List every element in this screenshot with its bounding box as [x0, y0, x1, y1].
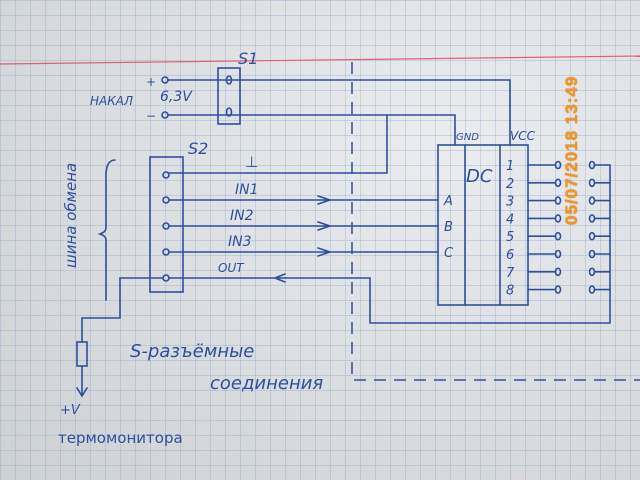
label-c: C: [444, 246, 454, 261]
label-b: B: [444, 220, 453, 235]
label-connectors-1: S-разъёмные: [130, 341, 254, 362]
label-plus-v: +V: [60, 403, 81, 418]
pin-label: 1: [506, 159, 514, 174]
margin-line: [0, 55, 640, 65]
pin-label: 7: [506, 266, 515, 281]
label-bus: шина обмена: [62, 163, 80, 268]
pin-label: 8: [506, 284, 514, 299]
label-dc: DC: [466, 166, 493, 187]
output-terminal: [588, 285, 596, 294]
bus-brace: [97, 159, 116, 301]
power-wires: [161, 76, 511, 174]
label-in3: IN3: [228, 234, 252, 250]
output-terminal: [554, 231, 562, 241]
output-terminal: [554, 196, 562, 205]
output-terminal: [588, 214, 596, 223]
label-a: A: [443, 194, 453, 209]
output-terminal: [554, 214, 562, 223]
label-voltage: 6,3V: [160, 89, 193, 105]
output-terminal: [554, 160, 562, 170]
label-vcc: VCC: [510, 129, 536, 143]
label-out: OUT: [218, 261, 245, 275]
label-minus: −: [146, 109, 156, 123]
label-thermo: термомонитора: [58, 429, 183, 447]
output-terminal: [554, 249, 562, 259]
label-s2: S2: [188, 139, 208, 158]
label-s1: S1: [238, 49, 258, 68]
pin-label: 6: [506, 248, 514, 263]
label-gnd: GND: [456, 132, 479, 143]
output-terminal: [554, 267, 562, 277]
pin-label: 5: [506, 230, 514, 245]
output-terminal: [588, 178, 596, 188]
label-nakal: НАКАЛ: [90, 94, 133, 108]
output-terminal: [588, 196, 596, 205]
label-in2: IN2: [230, 208, 254, 224]
output-terminal: [588, 267, 596, 277]
pin-label: 4: [506, 212, 514, 227]
board-boundary: [351, 62, 640, 381]
label-ground: ⊥: [245, 153, 258, 171]
date-stamp: 05/07/2018 13:49: [562, 75, 581, 225]
label-in1: IN1: [235, 182, 259, 198]
switch-s1: [217, 67, 241, 125]
label-connectors-2: соединения: [210, 373, 323, 394]
labels: S1 S2 + − НАКАЛ 6,3V ⊥ IN1 IN2 IN3 OUT G…: [58, 49, 536, 447]
pin-label: 2: [506, 177, 514, 192]
signal-wires: [76, 159, 611, 398]
connector-s2: [149, 156, 184, 293]
output-terminal: [588, 249, 596, 259]
output-terminal: [588, 231, 596, 241]
output-terminal: [588, 160, 596, 170]
decoder-dc: [437, 144, 529, 306]
label-plus: +: [146, 75, 156, 89]
decoder-outputs: 1 2 3 4 5 6 7 8: [506, 159, 611, 299]
pin-label: 3: [506, 195, 514, 210]
output-terminal: [554, 285, 562, 294]
output-terminal: [554, 178, 562, 188]
